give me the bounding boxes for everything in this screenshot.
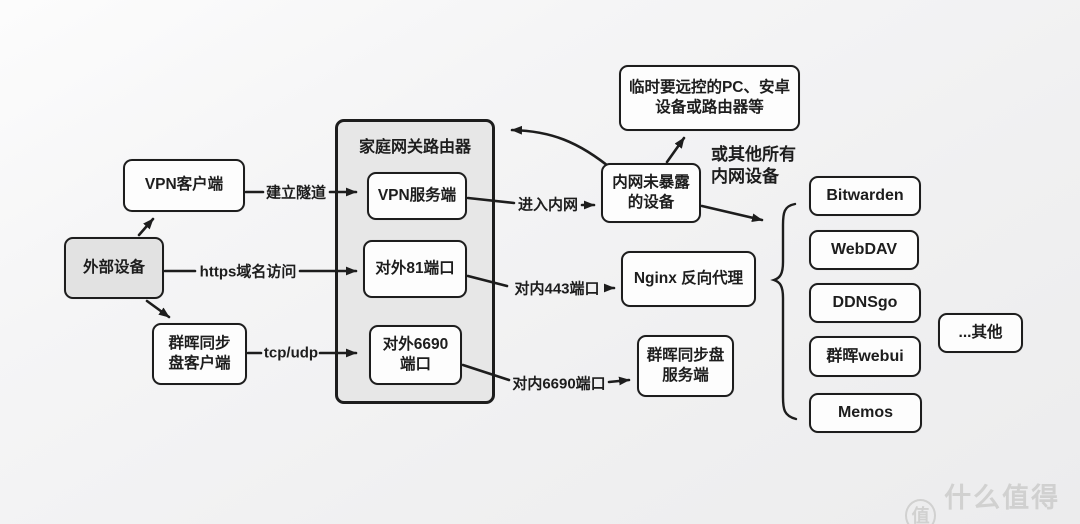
arrow-lan-to-router xyxy=(510,125,615,172)
arrow-6690-right xyxy=(607,376,631,386)
arrow-lan-to-remote xyxy=(665,136,686,164)
arrow-lan-to-services xyxy=(700,204,764,223)
node-vpn-client: VPN客户端 xyxy=(123,159,245,212)
edge-label-tunnel: 建立隧道 xyxy=(265,184,327,202)
node-service-ddnsgo: DDNSgo xyxy=(809,283,921,323)
watermark-badge-icon: 值 xyxy=(905,498,937,524)
watermark-text: 什么值得买 xyxy=(944,483,1061,524)
edge-label-enter-lan: 进入内网 xyxy=(517,196,579,214)
services-brace xyxy=(770,202,798,421)
annotation-other-lan-devices: 或其他所有 内网设备 xyxy=(711,145,796,187)
node-service-bitwarden: Bitwarden xyxy=(809,176,921,216)
node-service-synology-webui: 群晖webui xyxy=(809,336,921,377)
arrow-external-to-synoclient xyxy=(145,299,171,319)
node-service-memos: Memos xyxy=(809,393,922,433)
node-port-6690: 对外6690 端口 xyxy=(369,325,462,385)
node-synology-sync-server: 群晖同步盘 服务端 xyxy=(637,335,734,397)
edge-label-internal-6690: 对内6690端口 xyxy=(512,375,606,393)
edge-label-tcp-udp: tcp/udp xyxy=(263,344,319,362)
node-remote-devices: 临时要远控的PC、安卓 设备或路由器等 xyxy=(619,65,800,131)
node-service-webdav: WebDAV xyxy=(809,230,919,270)
router-title: 家庭网关路由器 xyxy=(358,139,471,156)
edge-label-internal-443: 对内443端口 xyxy=(514,280,600,298)
node-external-device: 外部设备 xyxy=(64,237,164,299)
node-vpn-server: VPN服务端 xyxy=(367,172,467,220)
node-lan-unexposed: 内网未暴露 的设备 xyxy=(601,163,701,223)
edge-label-https-domain: https域名访问 xyxy=(199,263,297,281)
node-nginx-proxy: Nginx 反向代理 xyxy=(621,251,756,307)
node-port-81: 对外81端口 xyxy=(363,240,467,298)
watermark: 值 什么值得买 xyxy=(905,476,1080,524)
arrow-external-to-vpnclient xyxy=(137,217,155,237)
node-other-services: ...其他 xyxy=(938,313,1023,353)
node-synology-sync-client: 群晖同步 盘客户端 xyxy=(152,323,247,385)
